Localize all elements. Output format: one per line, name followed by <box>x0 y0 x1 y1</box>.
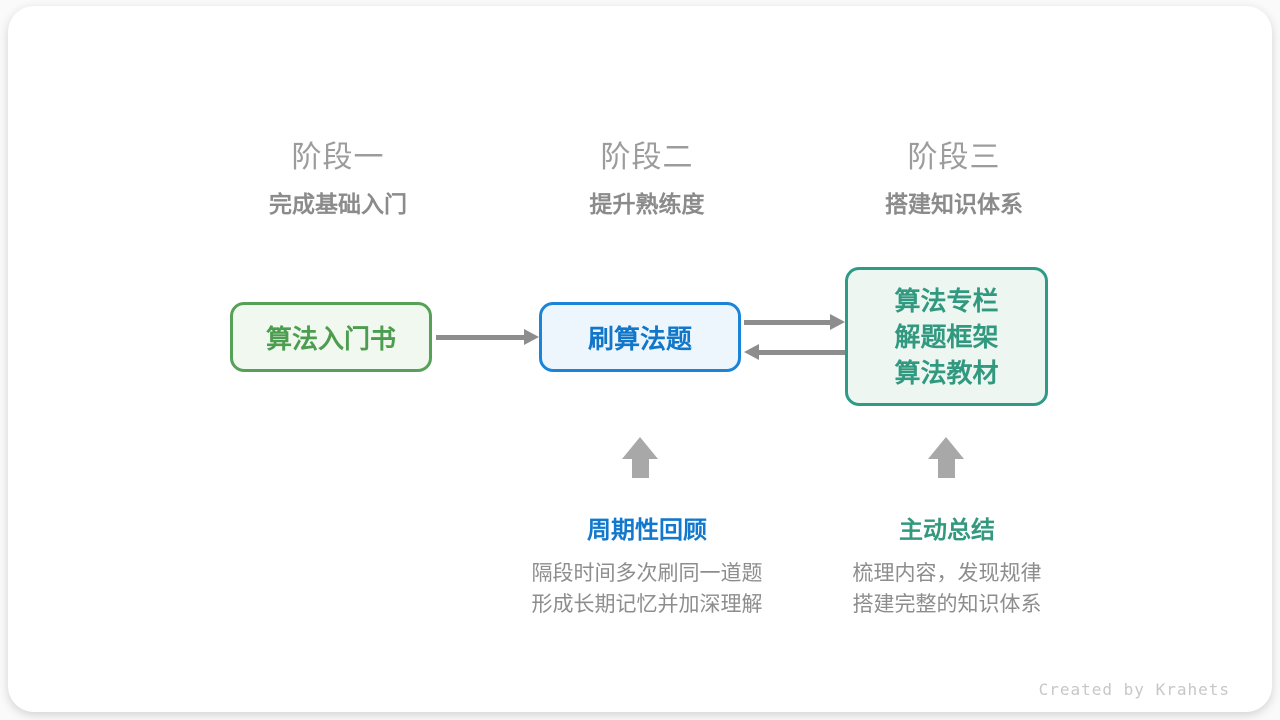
summarize-description: 梳理内容，发现规律 搭建完整的知识体系 <box>853 558 1042 620</box>
summarize-title: 主动总结 <box>899 517 995 544</box>
review-desc-line-1: 隔段时间多次刷同一道题 <box>531 562 763 585</box>
arrow-head-right <box>524 329 539 345</box>
node-intro-book-label: 算法入门书 <box>265 323 396 354</box>
review-description: 隔段时间多次刷同一道题 形成长期记忆并加深理解 <box>532 558 763 620</box>
up-arrow-review-icon <box>622 437 658 478</box>
summarize-desc-line-1: 梳理内容，发现规律 <box>852 562 1042 585</box>
arrow-left-box3-to-box2-icon <box>744 344 845 360</box>
stage1-subtitle: 完成基础入门 <box>269 191 407 217</box>
stage2-subtitle: 提升熟练度 <box>589 191 705 217</box>
stage3-title: 阶段三 <box>907 141 1001 174</box>
node-practice-problems: 刷算法题 <box>539 302 741 372</box>
node-knowledge-line-2: 解题框架 <box>894 321 999 352</box>
node-practice-problems-label: 刷算法题 <box>587 323 692 354</box>
summarize-desc-line-2: 搭建完整的知识体系 <box>852 593 1042 616</box>
arrow-shaft <box>436 334 524 340</box>
node-knowledge-line-1: 算法专栏 <box>894 285 999 316</box>
up-arrow-triangle <box>928 437 964 459</box>
up-arrow-stem <box>631 459 649 478</box>
arrow-shaft <box>759 349 845 355</box>
arrow-head-left <box>744 344 759 360</box>
up-arrow-triangle <box>622 437 658 459</box>
diagram-card: 阶段一 完成基础入门 阶段二 提升熟练度 阶段三 搭建知识体系 算法入门书 刷算… <box>8 6 1272 712</box>
up-arrow-summarize-icon <box>928 437 964 478</box>
node-knowledge-line-3: 算法教材 <box>894 357 999 388</box>
review-title: 周期性回顾 <box>587 517 707 544</box>
stage1-title: 阶段一 <box>291 141 385 174</box>
arrow-shaft <box>744 319 830 325</box>
credit-text: Created by Krahets <box>1038 680 1230 699</box>
review-desc-line-2: 形成长期记忆并加深理解 <box>531 593 763 616</box>
node-knowledge-sources: 算法专栏 解题框架 算法教材 <box>845 267 1048 406</box>
node-intro-book: 算法入门书 <box>230 302 432 372</box>
arrow-right-box1-to-box2-icon <box>436 329 539 345</box>
arrow-right-box2-to-box3-icon <box>744 314 845 330</box>
up-arrow-stem <box>937 459 955 478</box>
stage2-title: 阶段二 <box>600 141 694 174</box>
stage3-subtitle: 搭建知识体系 <box>885 191 1023 217</box>
arrow-head-right <box>830 314 845 330</box>
